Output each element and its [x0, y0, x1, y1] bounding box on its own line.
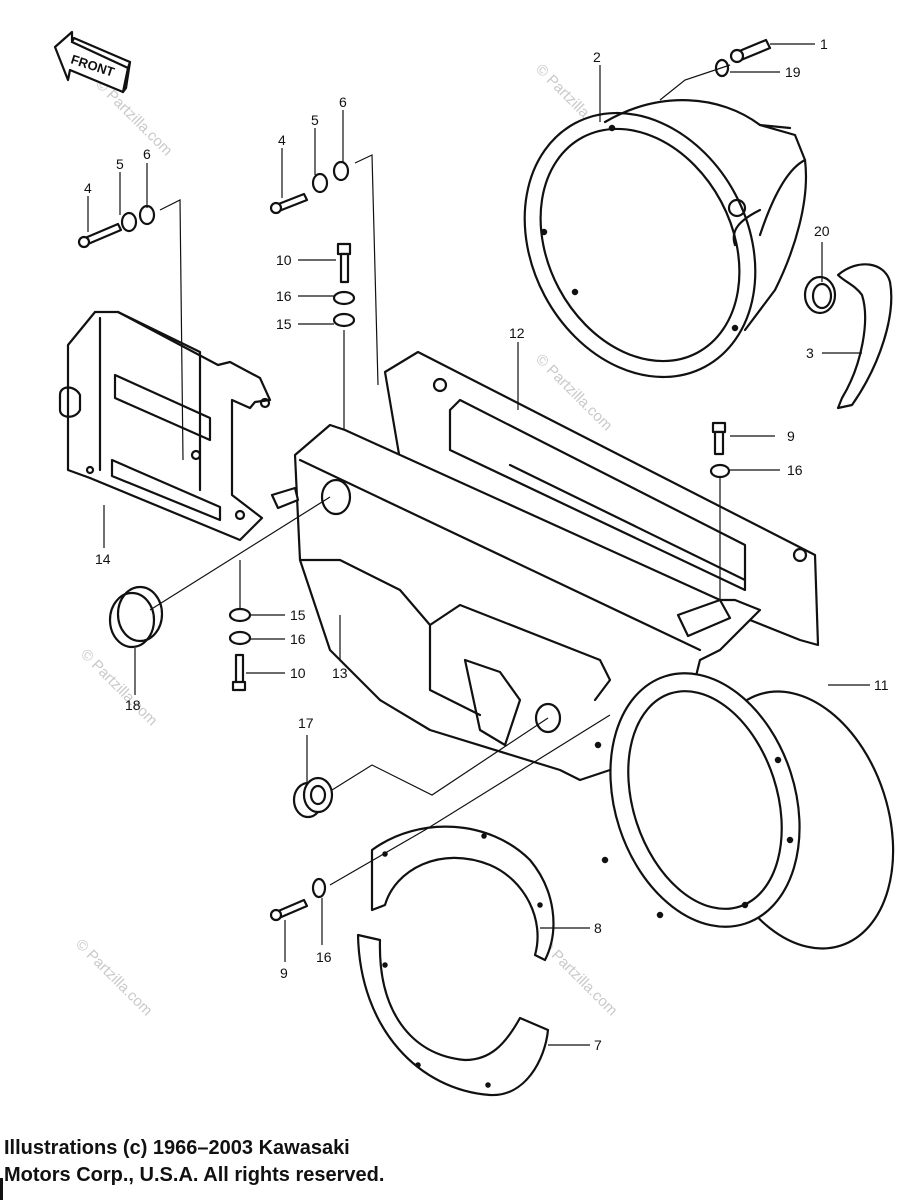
callout-7: 7: [594, 1037, 602, 1053]
callout-9: 9: [787, 428, 795, 444]
callout-1: 1: [820, 36, 828, 52]
callout-3: 3: [806, 345, 814, 361]
callout-2: 2: [593, 49, 601, 65]
plug-part: [108, 585, 164, 649]
callout-8: 8: [594, 920, 602, 936]
callout-19: 19: [785, 64, 801, 80]
callout-6: 6: [339, 94, 347, 110]
clip-part: [836, 263, 893, 410]
front-arrow-icon: FRONT: [53, 30, 132, 94]
callout-4: 4: [278, 132, 286, 148]
callout-4: 4: [84, 180, 92, 196]
callout-11: 11: [874, 677, 889, 693]
bracket-part: [58, 310, 272, 542]
callout-15: 15: [276, 316, 292, 332]
watermark: © Partzilla.com: [77, 646, 160, 729]
copyright-line-2: Motors Corp., U.S.A. All rights reserved…: [4, 1164, 385, 1186]
callout-15: 15: [290, 607, 306, 623]
callout-16: 16: [290, 631, 306, 647]
assembly-lines: [149, 64, 731, 886]
fan-housing-part: [594, 672, 895, 950]
callout-17: 17: [298, 715, 314, 731]
copyright-line-1: Illustrations (c) 1966–2003 Kawasaki: [4, 1137, 350, 1159]
grommet-part: [292, 776, 334, 819]
callout-12: 12: [509, 325, 525, 341]
callout-18: 18: [125, 697, 141, 713]
callout-6: 6: [143, 146, 151, 162]
callout-16: 16: [787, 462, 803, 478]
callout-9: 9: [280, 965, 288, 981]
lower-seal-plate: [356, 933, 550, 1097]
callout-14: 14: [95, 551, 111, 567]
callout-10: 10: [276, 252, 292, 268]
callout-16: 16: [316, 949, 332, 965]
callout-5: 5: [116, 156, 124, 172]
hardware: [77, 38, 772, 922]
callout-16: 16: [276, 288, 292, 304]
callout-10: 10: [290, 665, 306, 681]
callout-5: 5: [311, 112, 319, 128]
callout-13: 13: [332, 665, 348, 681]
edge-mark: [0, 1178, 3, 1200]
copyright-footer: Illustrations (c) 1966–2003 Kawasaki Mot…: [4, 1135, 624, 1189]
watermark: © Partzilla.com: [92, 76, 175, 159]
callout-20: 20: [814, 223, 830, 239]
callout-numbers: 1 2 3 4 5 6 4 5 6 7 8 9 9 10 10 11 12 13…: [84, 36, 889, 1053]
fan-shroud-cover: [523, 99, 808, 379]
callout-leaders: [87, 43, 870, 1046]
ring-part: [803, 275, 837, 315]
upper-seal-plate: [370, 825, 555, 962]
watermark: © Partzilla.com: [72, 936, 155, 1019]
